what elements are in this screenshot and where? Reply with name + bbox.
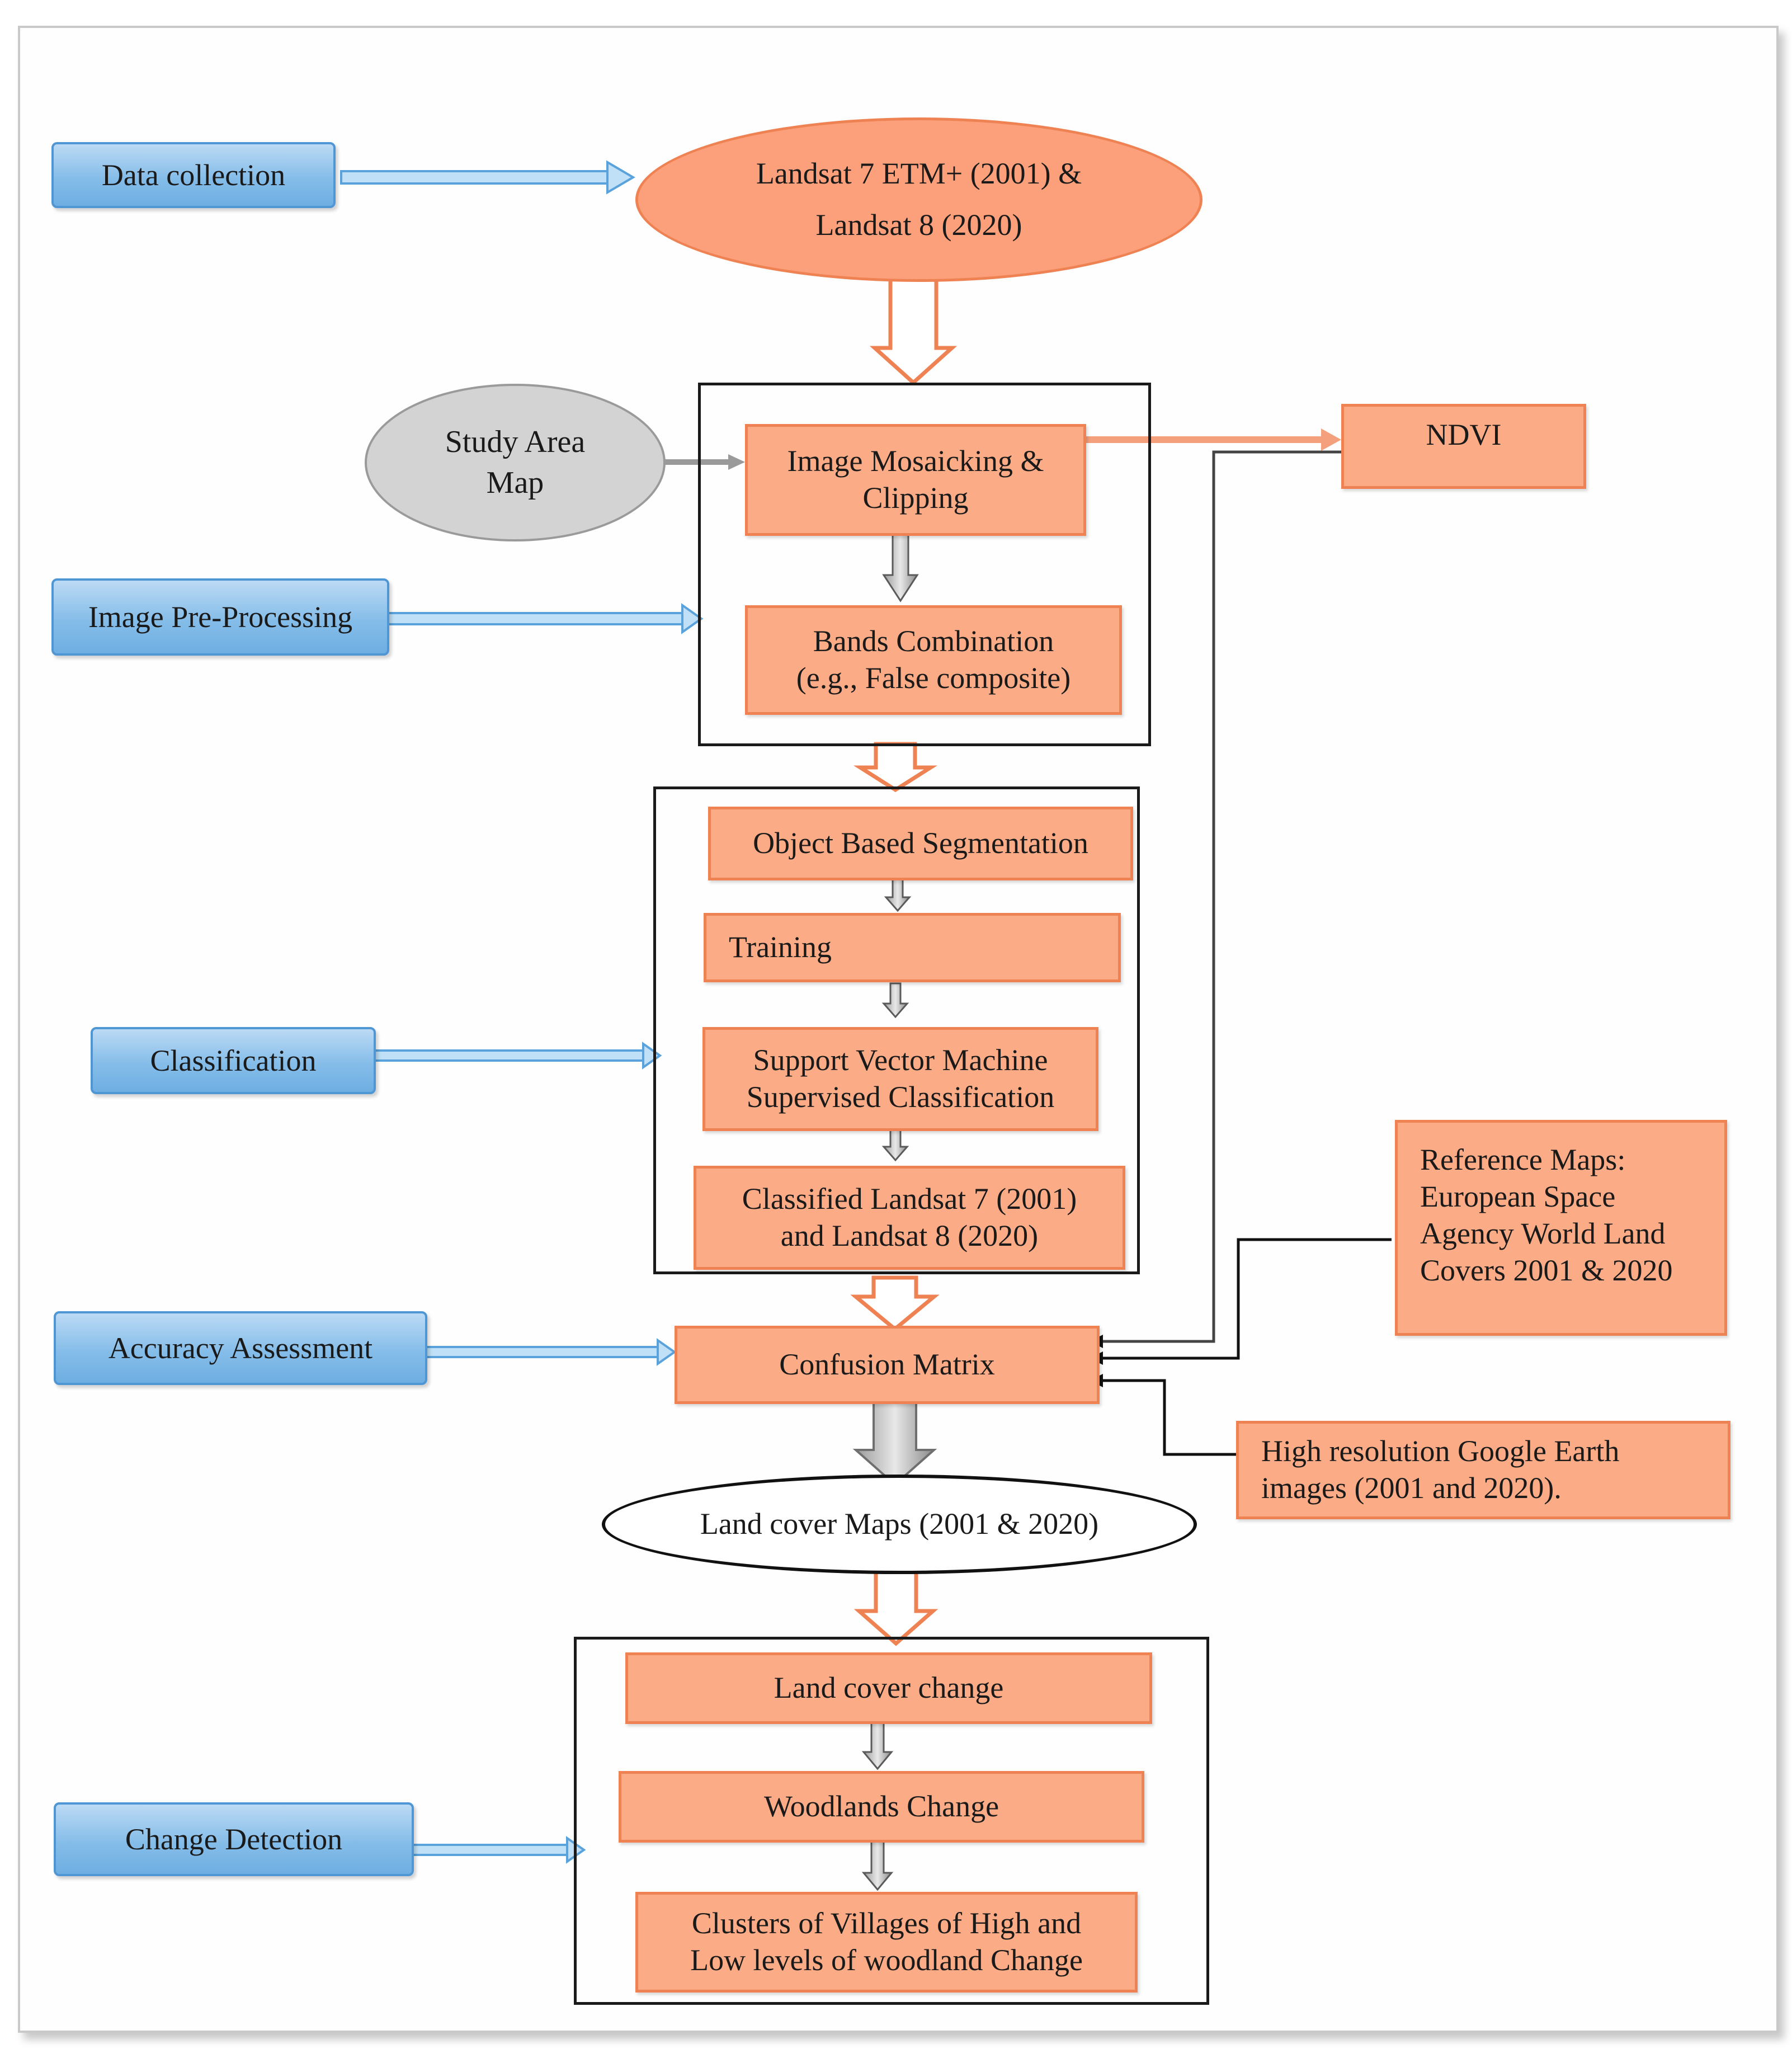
- land-cover-maps-label: Land cover Maps (2001 & 2020): [700, 1507, 1099, 1541]
- landsat-input-label: Landsat 7 ETM+ (2001) & Landsat 8 (2020): [756, 157, 1082, 242]
- stage-image-pre-processing: Image Pre-Processing: [51, 578, 389, 656]
- svm-classification-label: Support Vector Machine Supervised Classi…: [746, 1043, 1055, 1114]
- clusters-villages-box: Clusters of Villages of High and Low lev…: [635, 1892, 1138, 1993]
- classified-landsat-label: Classified Landsat 7 (2001) and Landsat …: [742, 1182, 1077, 1252]
- flow-arrow-maps-to-change: [853, 1566, 939, 1646]
- confusion-matrix-label: Confusion Matrix: [779, 1348, 995, 1382]
- stage-change-detection: Change Detection: [54, 1802, 414, 1876]
- connector-ndvi-to-confusion: [1101, 450, 1341, 1343]
- stage-accuracy-assessment-label: Accuracy Assessment: [108, 1331, 373, 1365]
- flow-arrow-training-to-svm: [881, 982, 909, 1019]
- flow-arrow-classification-to-confusion: [850, 1275, 940, 1332]
- stage-classification-label: Classification: [150, 1044, 317, 1077]
- connector-google-to-confusion: [1101, 1379, 1236, 1456]
- stage-arrow-data-collection: [340, 160, 635, 195]
- flow-arrow-preprocessing-to-classification: [853, 742, 938, 793]
- ndvi-box: NDVI: [1341, 404, 1586, 489]
- woodlands-change-label: Woodlands Change: [763, 1789, 999, 1824]
- stage-data-collection: Data collection: [51, 142, 336, 208]
- flow-arrow-mosaicking-to-ndvi: [1082, 428, 1341, 451]
- woodlands-change-box: Woodlands Change: [619, 1771, 1144, 1843]
- stage-accuracy-assessment: Accuracy Assessment: [54, 1311, 427, 1385]
- flow-arrow-woodlands-to-clusters: [861, 1840, 894, 1891]
- svm-classification-box: Support Vector Machine Supervised Classi…: [702, 1027, 1098, 1131]
- flow-arrow-mosaicking-to-bands: [882, 530, 919, 602]
- stage-arrow-change-detection: [409, 1836, 586, 1864]
- stage-arrow-pre-processing: [385, 603, 704, 634]
- stage-arrow-accuracy: [423, 1338, 677, 1366]
- connector-reference-to-confusion: [1101, 1238, 1392, 1360]
- change-detection-group-frame: [574, 1637, 1209, 2005]
- stage-change-detection-label: Change Detection: [125, 1822, 343, 1856]
- google-earth-box: High resolution Google Earth images (200…: [1236, 1421, 1730, 1519]
- classification-group-frame: [653, 786, 1140, 1274]
- object-segmentation-label: Object Based Segmentation: [753, 826, 1088, 860]
- stage-arrow-classification: [372, 1042, 662, 1070]
- bands-combination-label: Bands Combination (e.g., False composite…: [796, 624, 1071, 695]
- clusters-villages-label: Clusters of Villages of High and Low lev…: [690, 1906, 1083, 1977]
- ndvi-label: NDVI: [1426, 418, 1502, 451]
- stage-classification: Classification: [91, 1027, 376, 1094]
- classified-landsat-box: Classified Landsat 7 (2001) and Landsat …: [694, 1166, 1125, 1270]
- study-area-map-label: Study Area Map: [445, 425, 586, 500]
- confusion-matrix-box: Confusion Matrix: [675, 1326, 1100, 1404]
- object-segmentation-box: Object Based Segmentation: [708, 807, 1133, 880]
- google-earth-label: High resolution Google Earth images (200…: [1261, 1434, 1620, 1505]
- training-label: Training: [729, 930, 832, 964]
- bands-combination-box: Bands Combination (e.g., False composite…: [745, 605, 1122, 715]
- stage-image-pre-processing-label: Image Pre-Processing: [88, 600, 353, 634]
- land-cover-maps-node: Land cover Maps (2001 & 2020): [602, 1475, 1197, 1574]
- flow-arrow-study-area-to-mosaicking: [661, 454, 745, 470]
- study-area-map-node: Study Area Map: [365, 384, 666, 541]
- land-cover-change-label: Land cover change: [774, 1671, 1004, 1705]
- flow-arrow-confusion-to-maps: [852, 1400, 937, 1486]
- land-cover-change-box: Land cover change: [625, 1652, 1152, 1724]
- flow-arrow-landcover-to-woodlands: [861, 1720, 894, 1770]
- stage-data-collection-label: Data collection: [101, 158, 286, 192]
- image-mosaicking-box: Image Mosaicking & Clipping: [745, 424, 1086, 536]
- preprocessing-group-frame: [698, 383, 1151, 746]
- training-box: Training: [704, 913, 1121, 982]
- image-mosaicking-label: Image Mosaicking & Clipping: [787, 444, 1044, 515]
- reference-maps-box: Reference Maps: European Space Agency Wo…: [1395, 1120, 1727, 1336]
- landsat-input-node: Landsat 7 ETM+ (2001) & Landsat 8 (2020): [635, 117, 1202, 282]
- flow-arrow-landsat-to-preprocessing: [869, 270, 958, 385]
- reference-maps-label: Reference Maps: European Space Agency Wo…: [1420, 1143, 1673, 1287]
